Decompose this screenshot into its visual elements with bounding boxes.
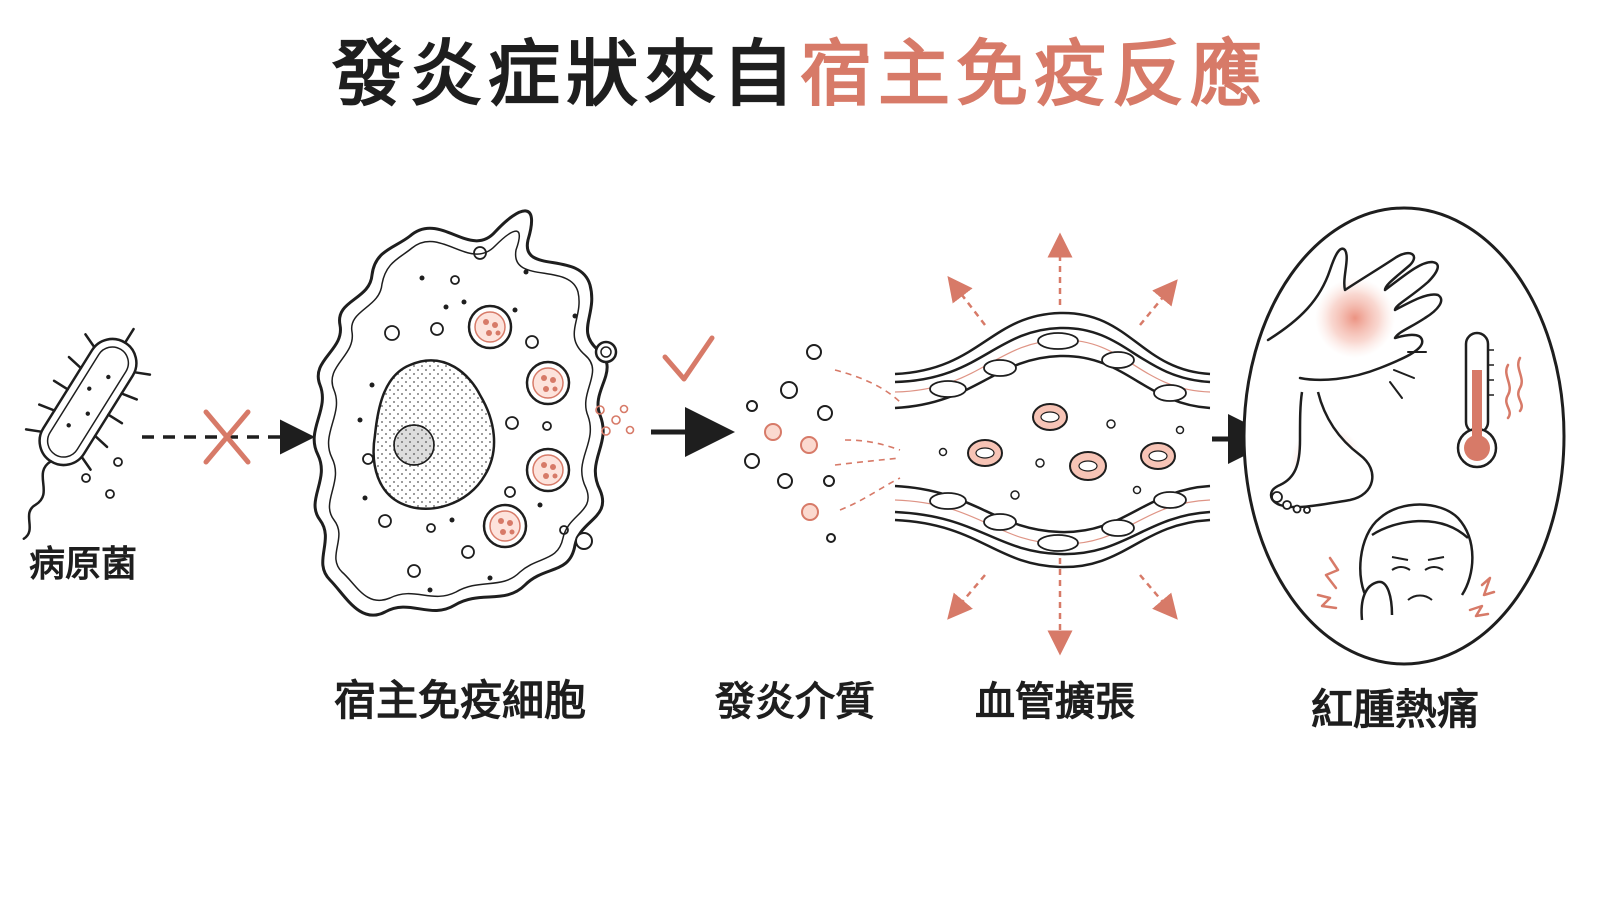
granule-icon <box>525 360 571 406</box>
bacterium-icon <box>22 327 152 540</box>
immune-cell-icon <box>312 209 635 617</box>
granule-icon <box>482 503 528 549</box>
page-title: 發炎症狀來自宿主免疫反應 <box>0 24 1600 124</box>
label-pathogen: 病原菌 <box>28 544 137 585</box>
label-symptoms: 紅腫熱痛 <box>1310 685 1479 734</box>
label-mediators: 發炎介質 <box>715 679 875 725</box>
swollen-hand-icon <box>1266 247 1443 399</box>
thermometer-icon <box>1456 331 1523 469</box>
symptoms-icon <box>1242 206 1566 666</box>
blood-vessel-icon <box>894 232 1211 656</box>
title-part-1: 發炎症狀來自 <box>331 32 800 116</box>
check-icon <box>662 335 715 382</box>
label-immune-cell: 宿主免疫細胞 <box>333 676 586 725</box>
blocked-arrow <box>142 409 315 465</box>
granule-icon <box>467 304 513 350</box>
cross-icon <box>203 409 251 465</box>
title-part-2: 宿主免疫反應 <box>800 32 1269 116</box>
granule-icon <box>525 447 571 493</box>
pain-face-icon <box>1316 503 1496 621</box>
swollen-foot-icon <box>1269 391 1374 514</box>
mediator-particles-icon <box>744 344 901 543</box>
label-vasodilation: 血管擴張 <box>975 679 1135 725</box>
